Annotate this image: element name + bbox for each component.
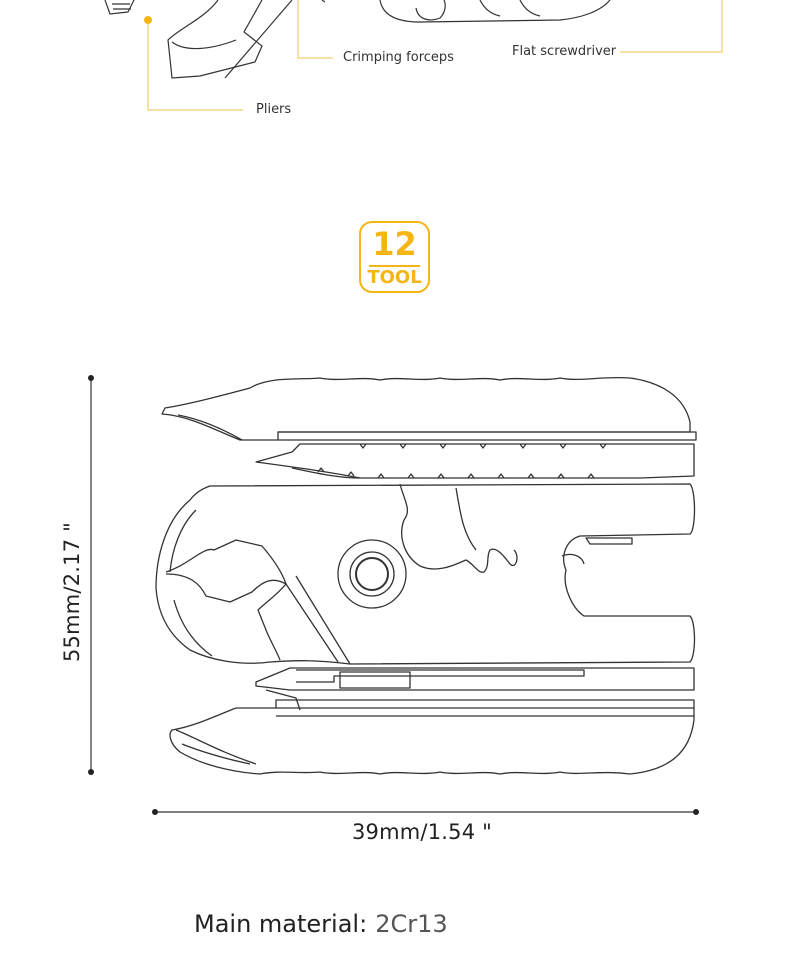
callout-leaders bbox=[147, 0, 723, 111]
tool-count-badge: 12 TOOL bbox=[359, 221, 430, 293]
leader-crimping bbox=[297, 0, 333, 59]
callout-flat-screwdriver: Flat screwdriver bbox=[512, 44, 617, 59]
multitool-outline bbox=[155, 376, 697, 775]
material-value: 2Cr13 bbox=[375, 910, 448, 938]
width-dimension-label: 39mm/1.54 " bbox=[352, 820, 493, 844]
height-dimension-label: 55mm/2.17 " bbox=[60, 521, 84, 663]
tool-parts-illustration bbox=[104, 0, 723, 111]
leader-pliers bbox=[147, 24, 243, 111]
badge-number: 12 bbox=[372, 225, 417, 263]
badge-word: TOOL bbox=[367, 267, 422, 288]
leader-screwdriver bbox=[620, 0, 723, 53]
tool-sketch-top bbox=[104, 0, 611, 79]
material-spec: Main material:2Cr13 bbox=[194, 910, 448, 938]
callout-dot bbox=[144, 16, 152, 24]
multitool-drawing bbox=[88, 375, 699, 815]
height-dimension-line bbox=[88, 375, 94, 775]
callout-pliers: Pliers bbox=[256, 102, 292, 117]
width-dimension-line bbox=[152, 809, 699, 815]
callout-crimping-forceps: Crimping forceps bbox=[343, 50, 454, 65]
badge-divider bbox=[369, 265, 420, 267]
material-label: Main material: bbox=[194, 910, 368, 938]
